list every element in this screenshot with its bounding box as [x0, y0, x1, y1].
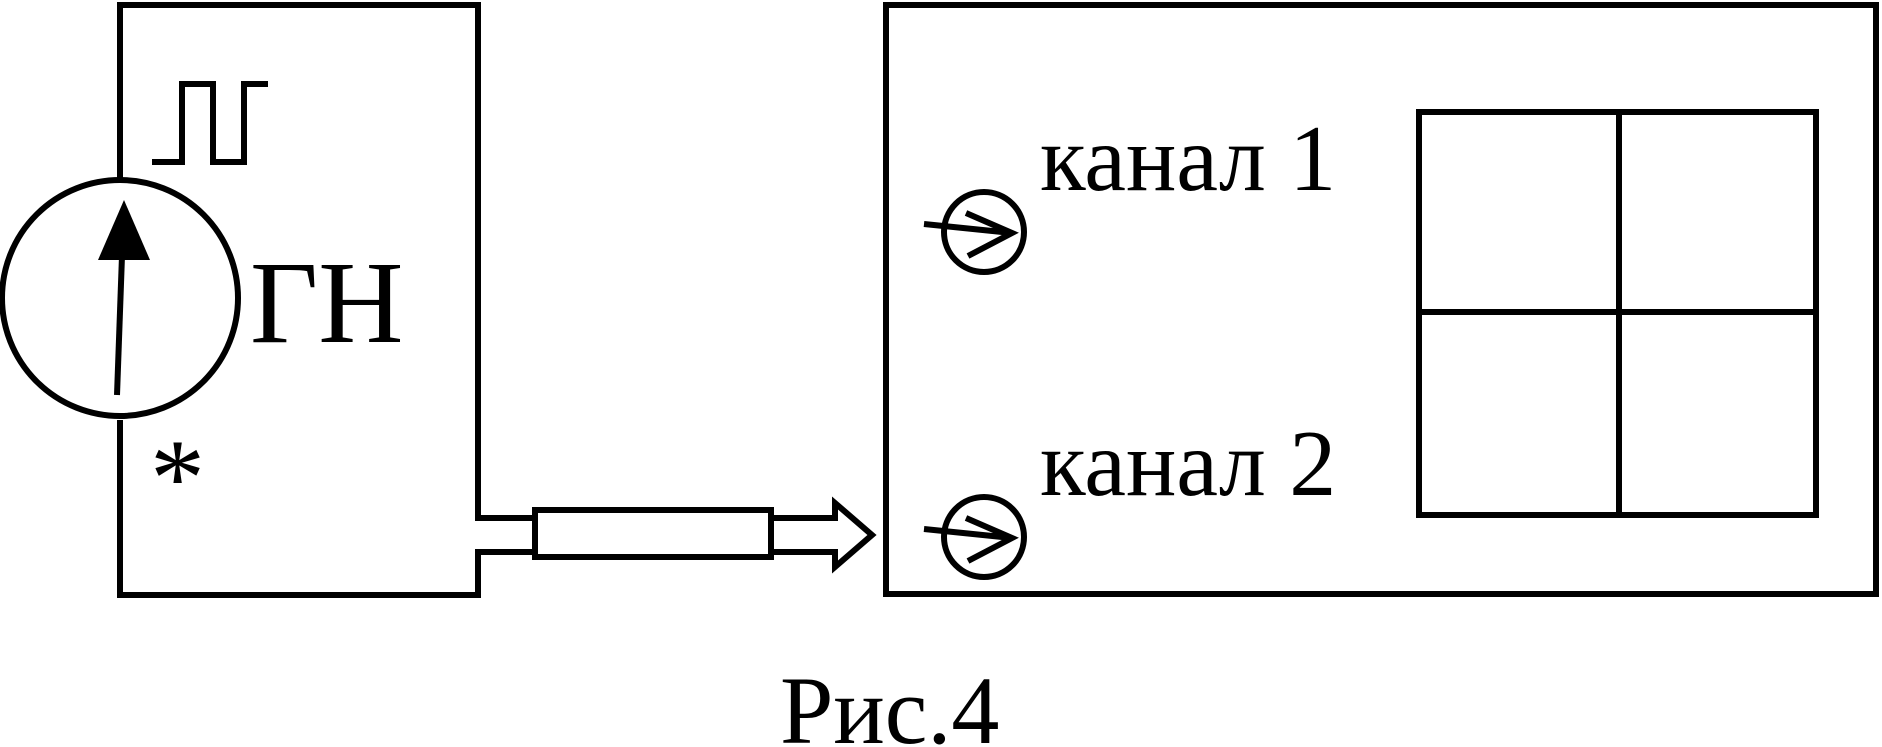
cable-plug-icon — [771, 496, 877, 574]
oscilloscope-block: канал 1 канал 2 — [883, 2, 1879, 597]
channel-1-connector[interactable] — [941, 189, 1027, 275]
generator-marker: * — [150, 417, 205, 539]
cable-body — [532, 507, 774, 560]
current-source-circle — [0, 177, 241, 419]
pulse-waveform-icon — [152, 81, 268, 165]
channel-2-label: канал 2 — [1040, 412, 1336, 516]
connecting-cable — [532, 496, 877, 574]
channel-2-arrow-icon — [923, 515, 1019, 564]
channel-1-label: канал 1 — [1040, 107, 1336, 211]
figure-caption: Рис.4 — [780, 657, 999, 747]
generator-label: ГН — [250, 237, 403, 368]
oscilloscope-frame — [883, 2, 1879, 597]
channel-1-arrow-icon — [923, 210, 1019, 259]
channel-2-connector[interactable] — [941, 494, 1027, 580]
generator-frame — [117, 2, 535, 598]
source-arrow-head — [98, 200, 150, 260]
generator-block: ГН * — [0, 2, 535, 598]
